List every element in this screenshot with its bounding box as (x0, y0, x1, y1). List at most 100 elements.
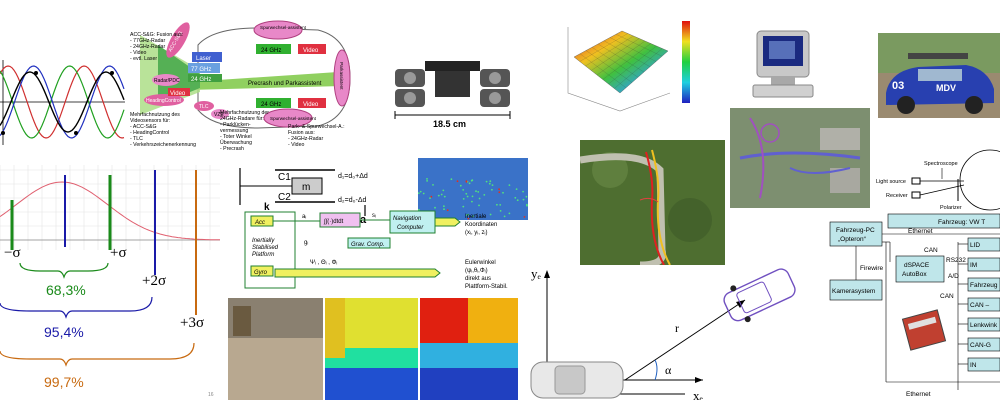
point-cloud-point (489, 180, 492, 183)
d2-label: d₂=d₀-Δd (338, 197, 367, 204)
point-cloud-point (432, 184, 434, 186)
percent-68-label: 68,3% (46, 282, 86, 298)
point-cloud-point (491, 188, 493, 191)
right-box-line: - 24GHz-Radar (288, 136, 323, 142)
spurwechsel-bottom-label: Spurwechsel-assistent (270, 116, 317, 121)
video-bottom-label: Video (303, 102, 319, 108)
ghz24-front-label: 24 GHz (191, 77, 211, 83)
monitor-screen-glare (769, 41, 795, 59)
integral-label: ∫∫(·)dtdt (323, 218, 344, 225)
city-building (820, 128, 860, 150)
output1-line: Koordinaten (465, 222, 497, 228)
arch-item-label: CAN-G (970, 342, 991, 349)
video-front-label: Video (170, 91, 186, 97)
gyro-box (250, 265, 274, 277)
plus2-sigma-label: +2σ (142, 273, 166, 289)
mid-box-line: - Toter Winkel (220, 134, 252, 140)
nav-label: Computer (397, 225, 424, 231)
aerial-road (580, 153, 667, 265)
point-cloud-point (471, 195, 474, 198)
platform-box (244, 211, 296, 289)
gyro-label: Gyro (254, 270, 268, 276)
surface-plot-svg (567, 21, 690, 112)
depth-map-2-object (468, 298, 518, 343)
ethernet2-label: Ethernet (906, 391, 931, 398)
surface-mesh-line (615, 34, 663, 57)
surface-mesh-line (608, 45, 657, 85)
spurwechsel-bottom-zone (263, 108, 313, 128)
acc-box: ACC-S&G: Fusion aus: - 77GHz-Radar - 24G… (130, 32, 183, 62)
acc-box-line: - 24GHz-Radar (130, 44, 165, 50)
ghz24-top-label: 24 GHz (261, 48, 281, 54)
point-cloud-point (477, 191, 480, 193)
point-cloud-point (456, 180, 459, 183)
point-cloud-point (465, 214, 468, 216)
point-cloud-point (437, 194, 440, 197)
arch-item-label: Fahrzeug (970, 282, 998, 289)
brace-95 (0, 296, 153, 319)
trajectory-red (645, 151, 665, 265)
computer-icon-panel (745, 25, 820, 105)
depth-map-1-near (325, 368, 418, 400)
right-box-line: Park- & Spurwechsel-A.: (288, 124, 345, 130)
grav-box (347, 237, 391, 249)
tlc-zone (194, 101, 214, 111)
angles-label: Ψᵢ , Θᵢ , Φᵢ (310, 260, 337, 266)
point-cloud-point (472, 215, 474, 217)
point-cloud-point (440, 193, 443, 196)
percent-95-label: 95,4% (44, 324, 84, 340)
point-cloud-point (508, 184, 511, 186)
point-cloud-point (418, 192, 420, 194)
city-route-blue-2 (789, 167, 851, 174)
city-route-purple (749, 117, 765, 199)
point-cloud-point (483, 194, 486, 196)
dspace-label: AutoBox (902, 271, 927, 278)
point-cloud-point (465, 180, 468, 183)
nav-output-arrow (434, 217, 461, 227)
point-cloud-point (496, 203, 498, 206)
point-cloud-point (485, 180, 488, 183)
depth-map-1-mid (325, 348, 418, 368)
point-cloud-point (522, 198, 525, 201)
point-cloud-point (475, 190, 477, 193)
point-cloud-point (467, 213, 470, 216)
surface-mesh-line (602, 43, 651, 80)
point-cloud-panel (418, 158, 528, 220)
point-cloud-point (429, 197, 431, 199)
point-cloud-point (516, 199, 519, 202)
ghz77-label: 77 GHz (191, 67, 211, 73)
robot-hub (404, 92, 416, 104)
point-cloud-point (450, 178, 453, 181)
photo-car-window (918, 69, 962, 81)
target-car-outline (723, 268, 796, 322)
d1-label: d₁=d₀+Δd (338, 173, 368, 180)
acc-box-line: - 77GHz-Radar (130, 38, 165, 44)
depth-images-svg (228, 298, 518, 400)
sine-black-curve (0, 71, 125, 133)
page-number: 16 (208, 392, 214, 398)
right-box-line: Fusion aus: (288, 130, 315, 136)
architecture-svg: Fahrzeug: VW T Fahrzeug-PC „Opteron“ Eth… (829, 213, 1000, 398)
point-cloud-point (442, 189, 445, 192)
arch-item-box (967, 277, 1000, 292)
point-cloud-point (525, 195, 528, 198)
point-cloud-point (430, 195, 433, 198)
a-label: aᵢ (302, 214, 306, 220)
range-label: r (675, 321, 679, 335)
video-top-zone (298, 44, 326, 54)
acc-box-line: - evtl. Laser (130, 56, 157, 62)
light-source-label: Light source (876, 179, 906, 185)
ghz24-top-zone (256, 44, 291, 54)
x-arrowhead (695, 377, 703, 383)
surface-mesh-line (614, 48, 663, 89)
autobox-device (901, 309, 947, 351)
point-cloud-point (502, 191, 504, 194)
robot-top-plate (425, 61, 480, 71)
plus-sigma-label: +σ (110, 245, 127, 261)
arch-item-label: IM (970, 262, 977, 269)
ghz77-zone (188, 63, 220, 73)
right-box: Park- & Spurwechsel-A.: Fusion aus: - 24… (288, 124, 345, 148)
c2-label: C2 (278, 192, 291, 203)
aerial-city-panel (730, 108, 870, 208)
arch-item-box (967, 317, 1000, 332)
